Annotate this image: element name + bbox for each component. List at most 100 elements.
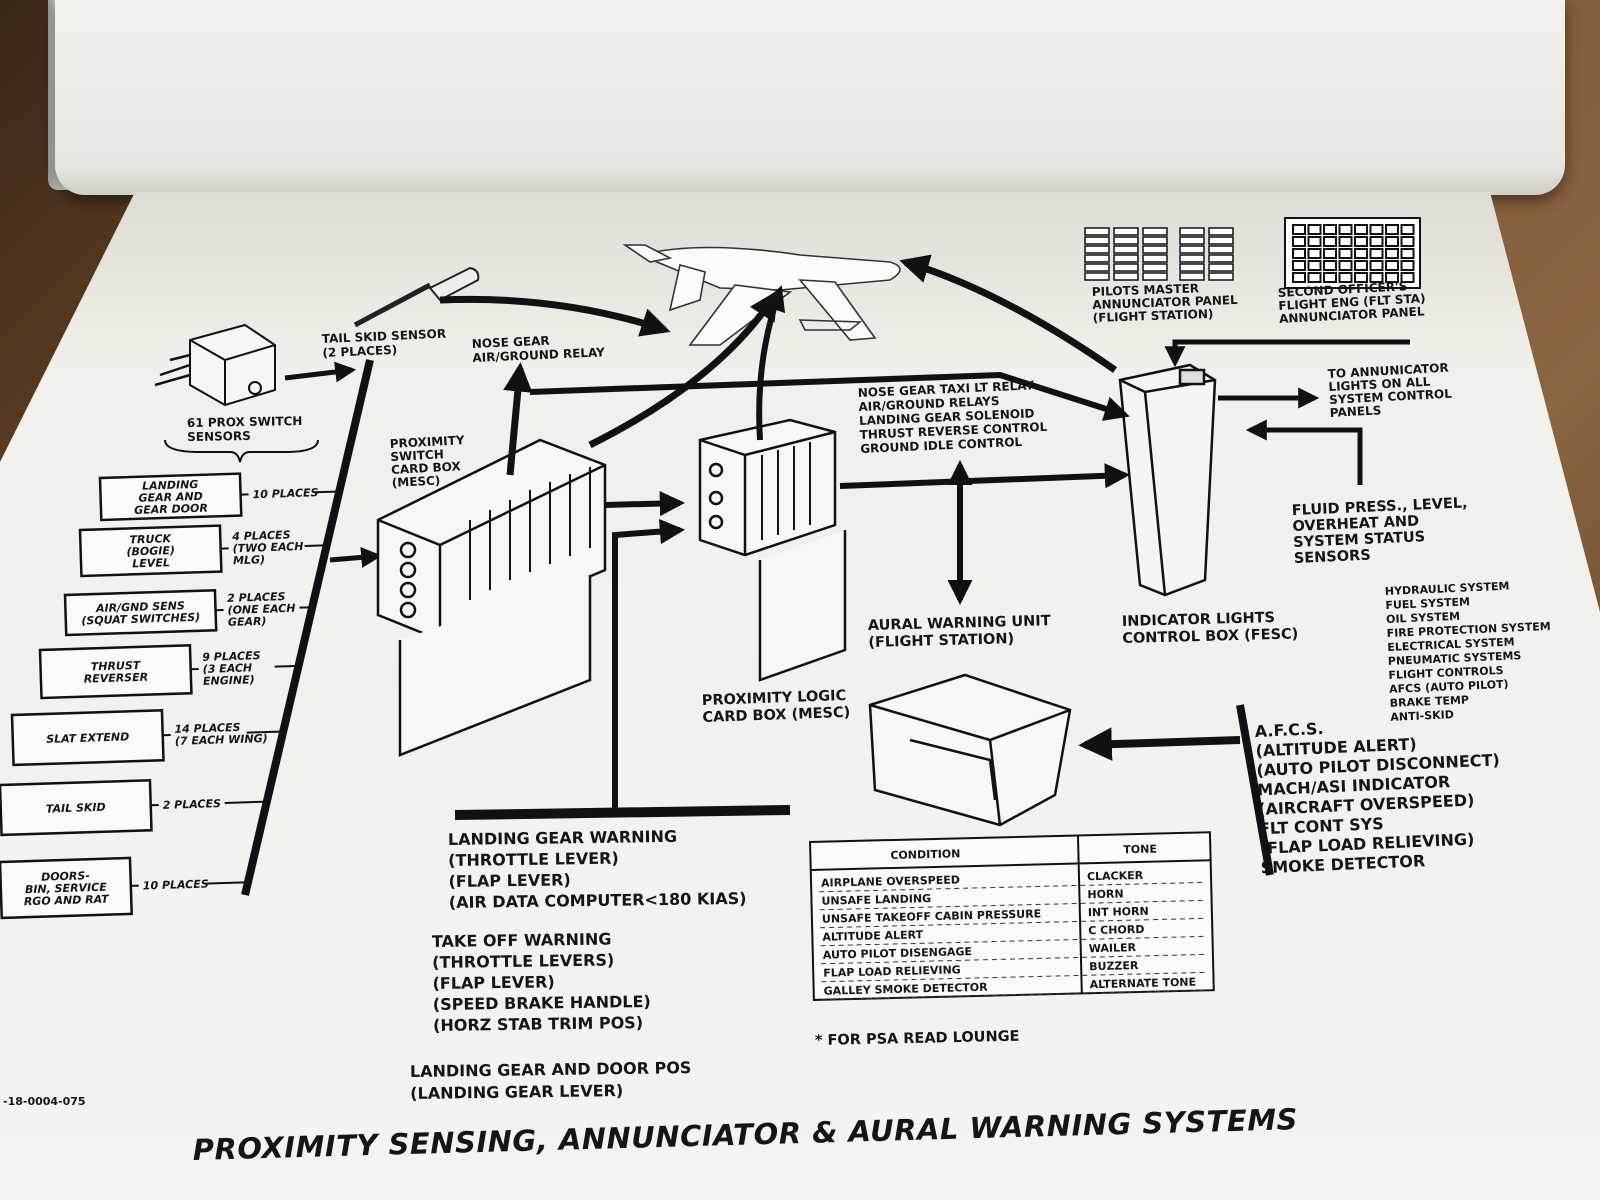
tone-table-condition: FLAP LOAD RELIEVING xyxy=(823,963,961,979)
to-annunciator-line: LIGHTS ON ALL xyxy=(1328,375,1431,394)
signal-arrows xyxy=(439,254,1410,810)
systems-line: ANTI-SKID xyxy=(1390,708,1454,724)
sensor-group-places: (7 EACH WING) xyxy=(175,732,268,748)
annunciator-cell xyxy=(1142,227,1168,236)
annunciator-cell xyxy=(1142,254,1168,263)
takeoff-warning-line: (SPEED BRAKE HANDLE) xyxy=(433,992,651,1014)
sensor-group-places: (ONE EACH xyxy=(227,602,295,617)
tone-table-tone: WAILER xyxy=(1089,941,1137,955)
sensor-group-name: GEAR DOOR xyxy=(134,502,208,517)
sensor-group-connector xyxy=(190,664,296,671)
annunciator-cell xyxy=(1323,260,1337,271)
takeoff-warning-line: TAKE OFF WARNING xyxy=(432,929,612,951)
indicator-box-line: CONTROL BOX (FESC) xyxy=(1122,626,1298,647)
annunciator-cell xyxy=(1292,236,1306,247)
annunciator-cell xyxy=(1338,260,1353,271)
airplane-illustration xyxy=(622,244,901,346)
tone-table-tone: C CHORD xyxy=(1088,923,1144,937)
annunciator-cell xyxy=(1179,236,1205,245)
switch-card-box-line: CARD BOX xyxy=(391,459,462,477)
sensors-brace xyxy=(164,439,319,463)
switch-card-box-line: PROXIMITY xyxy=(389,433,465,451)
sensor-group-connector xyxy=(162,730,280,737)
systems-line: FLIGHT CONTROLS xyxy=(1388,664,1504,682)
sensor-group-places: 2 PLACES xyxy=(163,797,222,812)
tail-skid-sensor-line: (2 PLACES) xyxy=(322,343,397,360)
annunciator-cell xyxy=(1113,245,1139,254)
annunciator-cell xyxy=(1208,236,1234,245)
sensor-group-places: 10 PLACES xyxy=(143,877,209,892)
annunciator-cell xyxy=(1113,227,1139,236)
annunciator-cell xyxy=(1307,224,1322,235)
annunciator-cell xyxy=(1338,248,1353,259)
annunciator-cell xyxy=(1179,263,1205,272)
systems-line: HYDRAULIC SYSTEM xyxy=(1385,580,1510,598)
tone-table-condition: UNSAFE LANDING xyxy=(821,892,931,908)
sensor-group-name: THRUST xyxy=(91,659,142,674)
tail-skid-sensor-illustration xyxy=(353,266,480,328)
tone-table-condition: ALTITUDE ALERT xyxy=(822,928,924,943)
aural-unit-line: AURAL WARNING UNIT xyxy=(868,613,1051,634)
to-annunciator-line: SYSTEM CONTROL xyxy=(1329,387,1453,407)
tone-table-row-rule xyxy=(821,989,1206,1001)
relays-line: AIR/GROUND RELAYS xyxy=(858,394,1000,414)
folded-page-flap xyxy=(55,0,1565,195)
tone-table-condition: AUTO PILOT DISENGAGE xyxy=(823,945,972,962)
annunciator-cell xyxy=(1323,236,1337,247)
annunciator-cell xyxy=(1354,260,1368,271)
systems-line: OIL SYSTEM xyxy=(1386,610,1461,626)
diagram-labels: TAIL SKID SENSOR(2 PLACES)NOSE GEARAIR/G… xyxy=(187,279,1551,1103)
warning-inputs-bar xyxy=(454,805,791,820)
doc-number: -18-0004-075 xyxy=(3,1095,86,1108)
page-title: PROXIMITY SENSING, ANNUNCIATOR & AURAL W… xyxy=(192,1102,1298,1167)
annunciator-cell xyxy=(1292,272,1306,283)
annunciator-cell xyxy=(1354,236,1368,247)
annunciator-cell xyxy=(1385,248,1399,259)
annunciator-cell xyxy=(1179,254,1205,263)
switch-card-box-line: SWITCH xyxy=(390,447,444,464)
pilots-panel-line: PILOTS MASTER xyxy=(1092,281,1200,299)
sensor-group-name: (BOGIE) xyxy=(126,544,175,559)
annunciator-cell xyxy=(1113,236,1139,245)
annunciator-cell xyxy=(1400,272,1415,283)
annunciator-cell xyxy=(1208,254,1234,263)
aural-unit-line: (FLIGHT STATION) xyxy=(868,631,1014,651)
annunciator-cell xyxy=(1142,245,1168,254)
annunciator-cell xyxy=(1338,224,1353,235)
sensor-group-name: SLAT EXTEND xyxy=(46,730,129,746)
sensor-group: AIR/GND SENS(SQUAT SWITCHES)2 PLACES(ONE… xyxy=(63,588,309,637)
annunciator-cell xyxy=(1369,224,1384,235)
tone-table-row-rule xyxy=(819,899,1204,911)
annunciator-cell xyxy=(1292,248,1306,259)
annunciator-cell xyxy=(1385,272,1399,283)
prox-sensors-line: 61 PROX SWITCH xyxy=(187,414,303,430)
sensor-group-connector xyxy=(130,881,245,887)
pilots-panel-line: (FLIGHT STATION) xyxy=(1093,307,1214,325)
annunciator-cell xyxy=(1323,248,1337,259)
annunciator-cell xyxy=(1142,263,1168,272)
switch-card-box-line: (MESC) xyxy=(391,473,440,490)
sensor-group-name: LEVEL xyxy=(132,556,170,570)
sensor-group-places: 14 PLACES xyxy=(174,721,240,736)
nose-gear-relay-line: NOSE GEAR xyxy=(472,334,550,351)
tone-table-row-rule xyxy=(821,971,1206,983)
annunciator-cell xyxy=(1307,236,1322,247)
annunciator-cell xyxy=(1208,227,1234,236)
sensor-group-places: GEAR) xyxy=(228,615,267,629)
annunciator-cell xyxy=(1369,248,1384,259)
systems-line: PNEUMATIC SYSTEMS xyxy=(1388,649,1522,668)
annunciator-cell xyxy=(1113,263,1139,272)
landing-gear-warning-line: (THROTTLE LEVER) xyxy=(448,849,619,870)
sensor-group-name: BIN, SERVICE xyxy=(25,881,108,897)
takeoff-warning-line: (THROTTLE LEVERS) xyxy=(432,950,614,972)
second-officer-annunciator-panel xyxy=(1284,217,1421,289)
annunciator-cell xyxy=(1179,272,1205,281)
systems-line: AFCS (AUTO PILOT) xyxy=(1389,678,1509,696)
annunciator-cell xyxy=(1369,236,1384,247)
tone-table-row-rule xyxy=(820,935,1205,947)
tone-table-condition: GALLEY SMOKE DETECTOR xyxy=(824,981,989,998)
